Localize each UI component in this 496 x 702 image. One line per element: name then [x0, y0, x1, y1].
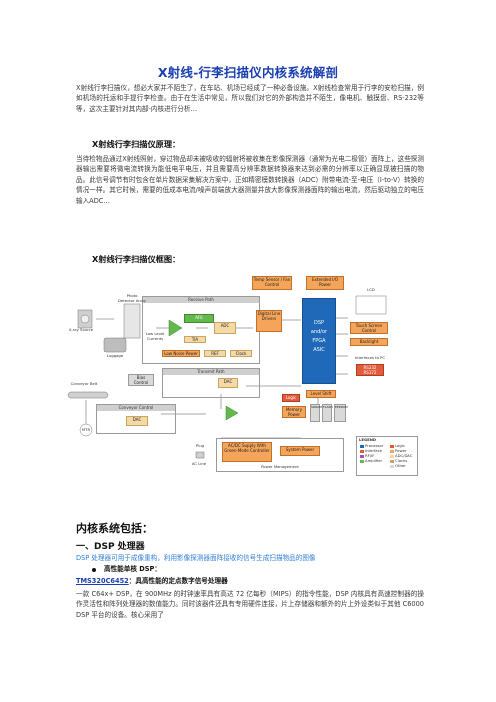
afe-block: AFE [184, 314, 214, 323]
legend-swatch [390, 460, 394, 463]
legend-item: Logic [395, 443, 405, 448]
bias-control-block: Bias Control [128, 374, 154, 386]
logic-block: Logic [282, 394, 300, 402]
temp-sensor-block: Temp Sensor / Fan Control [252, 276, 292, 290]
extended-io-block: Extended I/O Power [306, 276, 344, 290]
sdram-block: SDRAM [310, 404, 322, 422]
legend-swatch [360, 445, 364, 448]
low-level-currents-label: Low Level Currents [145, 331, 165, 341]
page-title: X射线-行李扫描仪内核系统解剖 [157, 65, 339, 80]
dac-block: DAC [218, 378, 238, 388]
xray-source-label: X-ray Source [68, 327, 94, 332]
legend-panel: LEGEND Processor Interface RF/IF Amplifi… [356, 436, 418, 476]
dsp-description: DSP 处理器可用于成像重构，利用影像探测器面阵接收的信号生成扫描物品的图像 [76, 554, 316, 562]
legend-item: RF/IF [365, 453, 375, 458]
legend-swatch [390, 465, 394, 468]
memory-power-block: Memory Power [282, 406, 306, 418]
principle-paragraph: 当待检物品通过X射线照射，穿过物品却未被吸收的辐射将被收集在影像探测器（通常为光… [76, 155, 424, 205]
legend-item: Amplifier [365, 458, 383, 463]
conveyor-control-panel: Conveyor Control [96, 404, 176, 434]
diagram-heading: X射线行李扫描仪框图： [92, 254, 181, 264]
legend-item: Interface [365, 448, 382, 453]
conveyor-control-header: Conveyor Control [97, 405, 175, 411]
lcd-label: LCD [367, 287, 375, 292]
flash-block: FLASH [322, 404, 333, 422]
ref-block: REF [204, 350, 226, 357]
acdc-block: AC/DC Supply With Green-Mode Controller [222, 442, 272, 462]
legend-item: Power [395, 448, 407, 453]
system-power-block: System Power [280, 446, 320, 456]
luggage-label: Luggage [106, 353, 124, 358]
legend-item: Processor [365, 443, 384, 448]
chip-paragraph: 一款 C64x+ DSP，在 900MHz 的时钟速率具有高达 72 亿每秒（M… [76, 590, 424, 619]
power-management-label: Power Management [261, 464, 299, 469]
rs232-block: RS232 RS172 [356, 364, 384, 376]
ac-line-label: AC Line [191, 461, 207, 466]
chip-link[interactable]: TMS320C6452 [76, 577, 129, 585]
power-management-panel [216, 438, 344, 472]
chip-desc: ：具高性能的定点数字信号处理器 [128, 577, 228, 585]
bullet-heading: 高性能单核 DSP： [104, 565, 161, 573]
touch-screen-block: Touch Screen Control [350, 322, 388, 334]
photo-detector-label: Photo Detector Array [118, 293, 146, 303]
principle-heading: X射线行李扫描仪原理： [92, 139, 181, 149]
legend-swatch [360, 460, 364, 463]
chip-heading-line: TMS320C6452：具高性能的定点数字信号处理器 [76, 576, 424, 586]
legend-swatch [360, 455, 364, 458]
legend-title: LEGEND [359, 437, 377, 442]
transmit-path-panel: Transmit Path [162, 368, 260, 398]
interfaces-label: Interfaces to PC [354, 355, 386, 360]
legend-swatch [390, 455, 394, 458]
bullet-icon [92, 568, 96, 572]
core-systems-heading: 内核系统包括： [76, 522, 153, 535]
digital-line-drivers-block: Digital Line Drivers [256, 310, 282, 332]
plug-label: Plug [195, 443, 205, 448]
clock-block: Clock [230, 350, 252, 357]
backlight-block: Backlight [350, 338, 388, 346]
intro-paragraph: X射线行李扫描仪，想必大家并不陌生了，在车站、机场已经成了一种必备设施。X射线检… [76, 84, 424, 113]
receive-path-header: Receive Path [143, 297, 259, 303]
legend-item: Clocks [395, 458, 408, 463]
eeprom-block: EEPROM [334, 404, 348, 422]
conveyor-dac-block: DAC [126, 416, 148, 426]
tia-block: TIA [184, 336, 206, 343]
conveyor-belt-label: Conveyor Belt [70, 381, 98, 386]
dsp-fpga-block: DSP and/or FPGA ASIC [302, 298, 336, 384]
legend-swatch [390, 445, 394, 448]
transmit-path-header: Transmit Path [163, 369, 259, 375]
block-diagram: Temp Sensor / Fan Control Extended I/O P… [66, 274, 428, 494]
mtr-label: MTR [81, 427, 91, 432]
dsp-section-heading: 一、DSP 处理器 [76, 542, 145, 552]
level-shift-block: Level Shift [306, 390, 336, 398]
low-noise-power-block: Low Noise Power [162, 350, 200, 357]
legend-swatch [360, 450, 364, 453]
adc-block: ADC [214, 322, 236, 334]
legend-item: Other [395, 463, 406, 468]
legend-swatch [390, 450, 394, 453]
legend-item: ADC/DAC [395, 453, 413, 458]
